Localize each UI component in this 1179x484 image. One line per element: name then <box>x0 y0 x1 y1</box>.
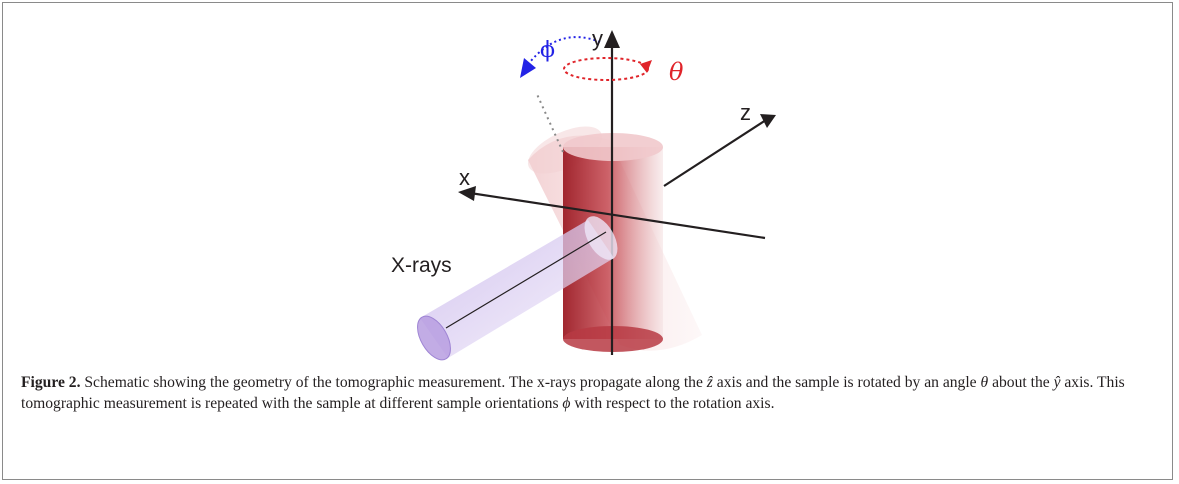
theta-rotation-arrow <box>563 57 652 81</box>
figure-label: Figure 2. <box>21 374 81 391</box>
caption-text-2: axis and the sample is rotated by an ang… <box>712 374 981 391</box>
y-hat-symbol: ŷ <box>1053 374 1061 391</box>
y-axis <box>604 30 620 355</box>
x-axis <box>458 186 766 240</box>
z-axis-label: z <box>740 100 751 125</box>
phi-rotation-arrow <box>520 36 601 78</box>
z-axis <box>663 114 776 187</box>
phi-symbol: ϕ <box>562 395 571 412</box>
caption-text-1: Schematic showing the geometry of the to… <box>80 374 707 391</box>
xray-label: X-rays <box>391 254 452 277</box>
tilted-axis-dotted <box>535 91 564 153</box>
figure-caption: Figure 2. Schematic showing the geometry… <box>21 372 1153 414</box>
caption-text-3: about the <box>988 374 1054 391</box>
theta-symbol: θ <box>980 374 989 391</box>
z-hat-symbol: ẑ <box>706 374 713 391</box>
caption-text-5: with respect to the rotation axis. <box>570 395 775 412</box>
x-axis-label: x <box>459 165 470 190</box>
phi-label: ϕ <box>540 38 555 63</box>
theta-label: θ <box>669 58 684 86</box>
caption-text-4: axis. This tomographic measurement is re… <box>21 374 1125 412</box>
xray-beam <box>417 216 618 361</box>
geometry-diagram: y x z X-rays ϕ θ <box>391 26 776 361</box>
y-axis-label: y <box>592 26 603 51</box>
